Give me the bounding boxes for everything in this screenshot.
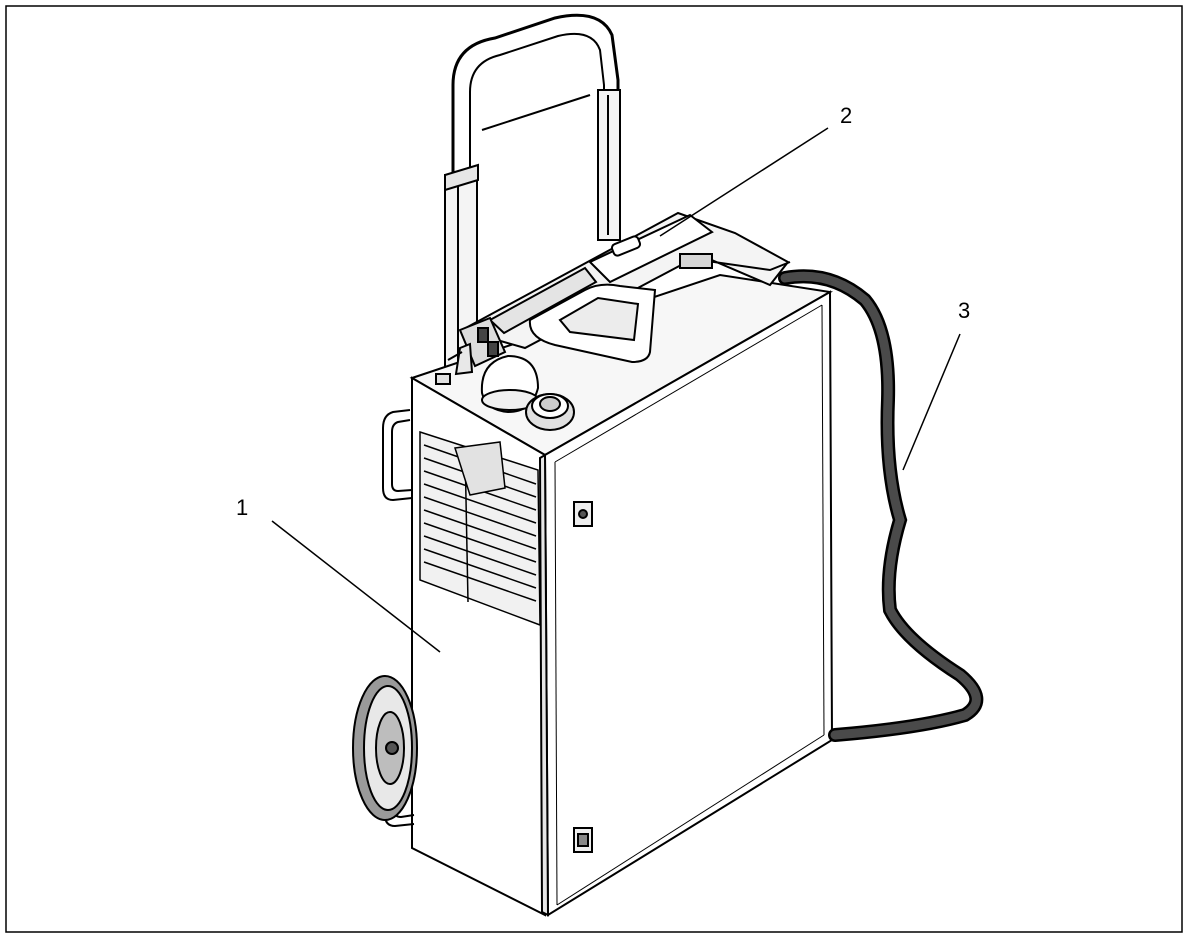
handheld-device xyxy=(447,211,791,376)
wheel xyxy=(352,675,418,821)
callout-label-1: 1 xyxy=(236,495,249,520)
leader-lines xyxy=(271,127,961,653)
callout-label-3: 3 xyxy=(958,298,971,323)
callout-label-2: 2 xyxy=(840,103,853,128)
top-fittings xyxy=(435,354,575,431)
telescopic-handle xyxy=(444,13,621,376)
leader-line-3 xyxy=(902,333,961,471)
connection-cable xyxy=(778,269,984,742)
figure-border xyxy=(5,5,1183,933)
leader-line-1 xyxy=(271,520,441,653)
ventilation-grille xyxy=(419,430,541,627)
leader-line-2 xyxy=(659,127,829,237)
